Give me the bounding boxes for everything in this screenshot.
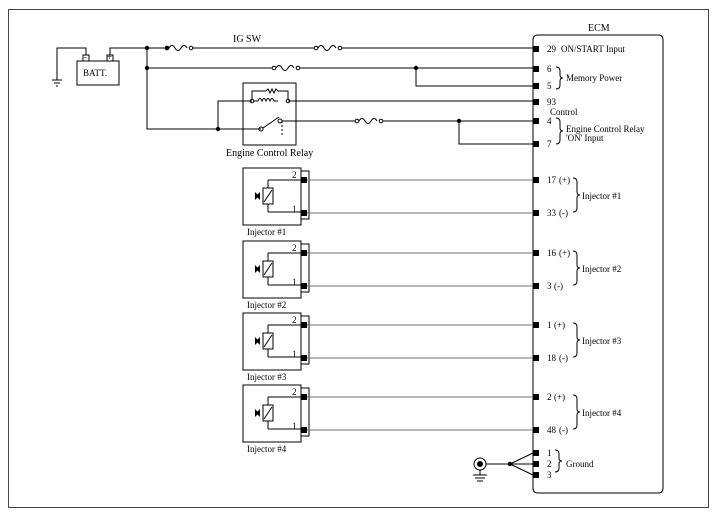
ecm-pin-labels: 29 ON/START Input 6 5 93 4 7 17 (+) 33 (…: [547, 44, 625, 480]
injector-2-group-label: Injector #2: [582, 264, 621, 274]
battery-plus-sign: +: [107, 52, 112, 62]
injector-2: 2 1 Injector #2: [242, 240, 310, 310]
ecm-pin-17: 17: [547, 175, 557, 185]
ecm-pin-3: 3: [547, 281, 552, 291]
diagram-frame: [8, 9, 709, 508]
memory-fuse-icon: [271, 65, 301, 71]
ecm-pin-6: 6: [547, 64, 552, 74]
injector-4-group-label: Injector #4: [582, 408, 622, 418]
relay-fuse-icon: [354, 118, 384, 124]
ecm-pin-48: 48: [547, 425, 557, 435]
injector-3: 2 1 Injector #3: [242, 312, 310, 382]
ecm-pin-2: 2: [547, 392, 552, 402]
ecm-pin-1: 1: [547, 320, 552, 330]
ecm-pin-7: 7: [547, 139, 552, 149]
injector-4: 2 1 Injector #4: [242, 384, 310, 454]
injector-1-label: Injector #1: [247, 227, 286, 237]
battery-minus-sign: -: [84, 52, 87, 62]
engine-control-relay: Engine Control Relay: [226, 82, 313, 159]
ecm-pin-93: 93: [547, 97, 557, 107]
injector-4-pin-1: 1: [292, 421, 297, 431]
injector-3-pin-2: 2: [292, 315, 297, 325]
injector-3-label: Injector #3: [247, 372, 287, 382]
ecm-pin-2-pol: (+): [554, 392, 565, 402]
ig-switch-label: IG SW: [233, 34, 262, 45]
injector-4-label: Injector #4: [247, 444, 287, 454]
relay-on-input-label-line2: 'ON' Input: [566, 133, 604, 143]
fuse-icon: [164, 45, 194, 51]
engine-control-relay-label: Engine Control Relay: [226, 148, 313, 159]
injector-4-pin-2: 2: [292, 387, 297, 397]
injector-2-pin-1: 1: [292, 277, 297, 287]
injector-3-group-label: Injector #3: [582, 336, 622, 346]
ecm-pin-gnd-2: 2: [547, 459, 552, 469]
ground-junction-dot: [507, 461, 513, 467]
ecm-pin-16-pol: (+): [559, 248, 570, 258]
battery-ground-icon: [52, 79, 62, 87]
ecm-pin-17-pol: (+): [559, 175, 570, 185]
ecm-block: ECM: [532, 23, 664, 494]
ecm-pin-16: 16: [547, 248, 557, 258]
ecm-pin-5: 5: [547, 81, 552, 91]
battery-label: BATT.: [83, 68, 107, 78]
ecm-title: ECM: [588, 23, 610, 34]
ecm-group-labels: Memory Power Control Engine Control Rela…: [550, 73, 645, 469]
injector-2-label: Injector #2: [247, 300, 286, 310]
ground-label: Ground: [566, 459, 594, 469]
injector-1-group-label: Injector #1: [582, 191, 621, 201]
ecm-pin-33-pol: (-): [559, 208, 568, 218]
memory-power-label: Memory Power: [566, 73, 622, 83]
relay-control-label-line2: Control: [550, 107, 578, 117]
injector-1-pin-1: 1: [292, 204, 297, 214]
ecm-pin-gnd-1: 1: [547, 448, 552, 458]
relay-on-input-label-line1: Engine Control Relay: [566, 124, 645, 134]
injector-3-pin-1: 1: [292, 349, 297, 359]
ecm-pin-terminals: [533, 46, 539, 478]
ecm-pin-3-pol: (-): [554, 281, 563, 291]
ecm-pin-gnd-3: 3: [547, 470, 552, 480]
ecm-pin-33: 33: [547, 208, 557, 218]
ecm-group-braces: [554, 66, 581, 473]
ecm-pin-18: 18: [547, 353, 557, 363]
injector-1-pin-2: 2: [292, 170, 297, 180]
ecm-pin-4: 4: [547, 116, 552, 126]
junction-dots: [144, 45, 462, 132]
ecm-pin-18-pol: (-): [559, 353, 568, 363]
ecm-pin-48-pol: (-): [559, 425, 568, 435]
ecm-pin-29-label: ON/START Input: [561, 44, 625, 54]
injector-1: 2 1 Injector #1: [242, 167, 310, 237]
injector-2-pin-2: 2: [292, 243, 297, 253]
ecm-pin-1-pol: (+): [554, 320, 565, 330]
ig-switch-icon: [313, 45, 343, 51]
battery: BATT. - +: [76, 52, 120, 86]
ecm-pin-29: 29: [547, 44, 557, 54]
ecm-ground-icon: [473, 457, 487, 482]
